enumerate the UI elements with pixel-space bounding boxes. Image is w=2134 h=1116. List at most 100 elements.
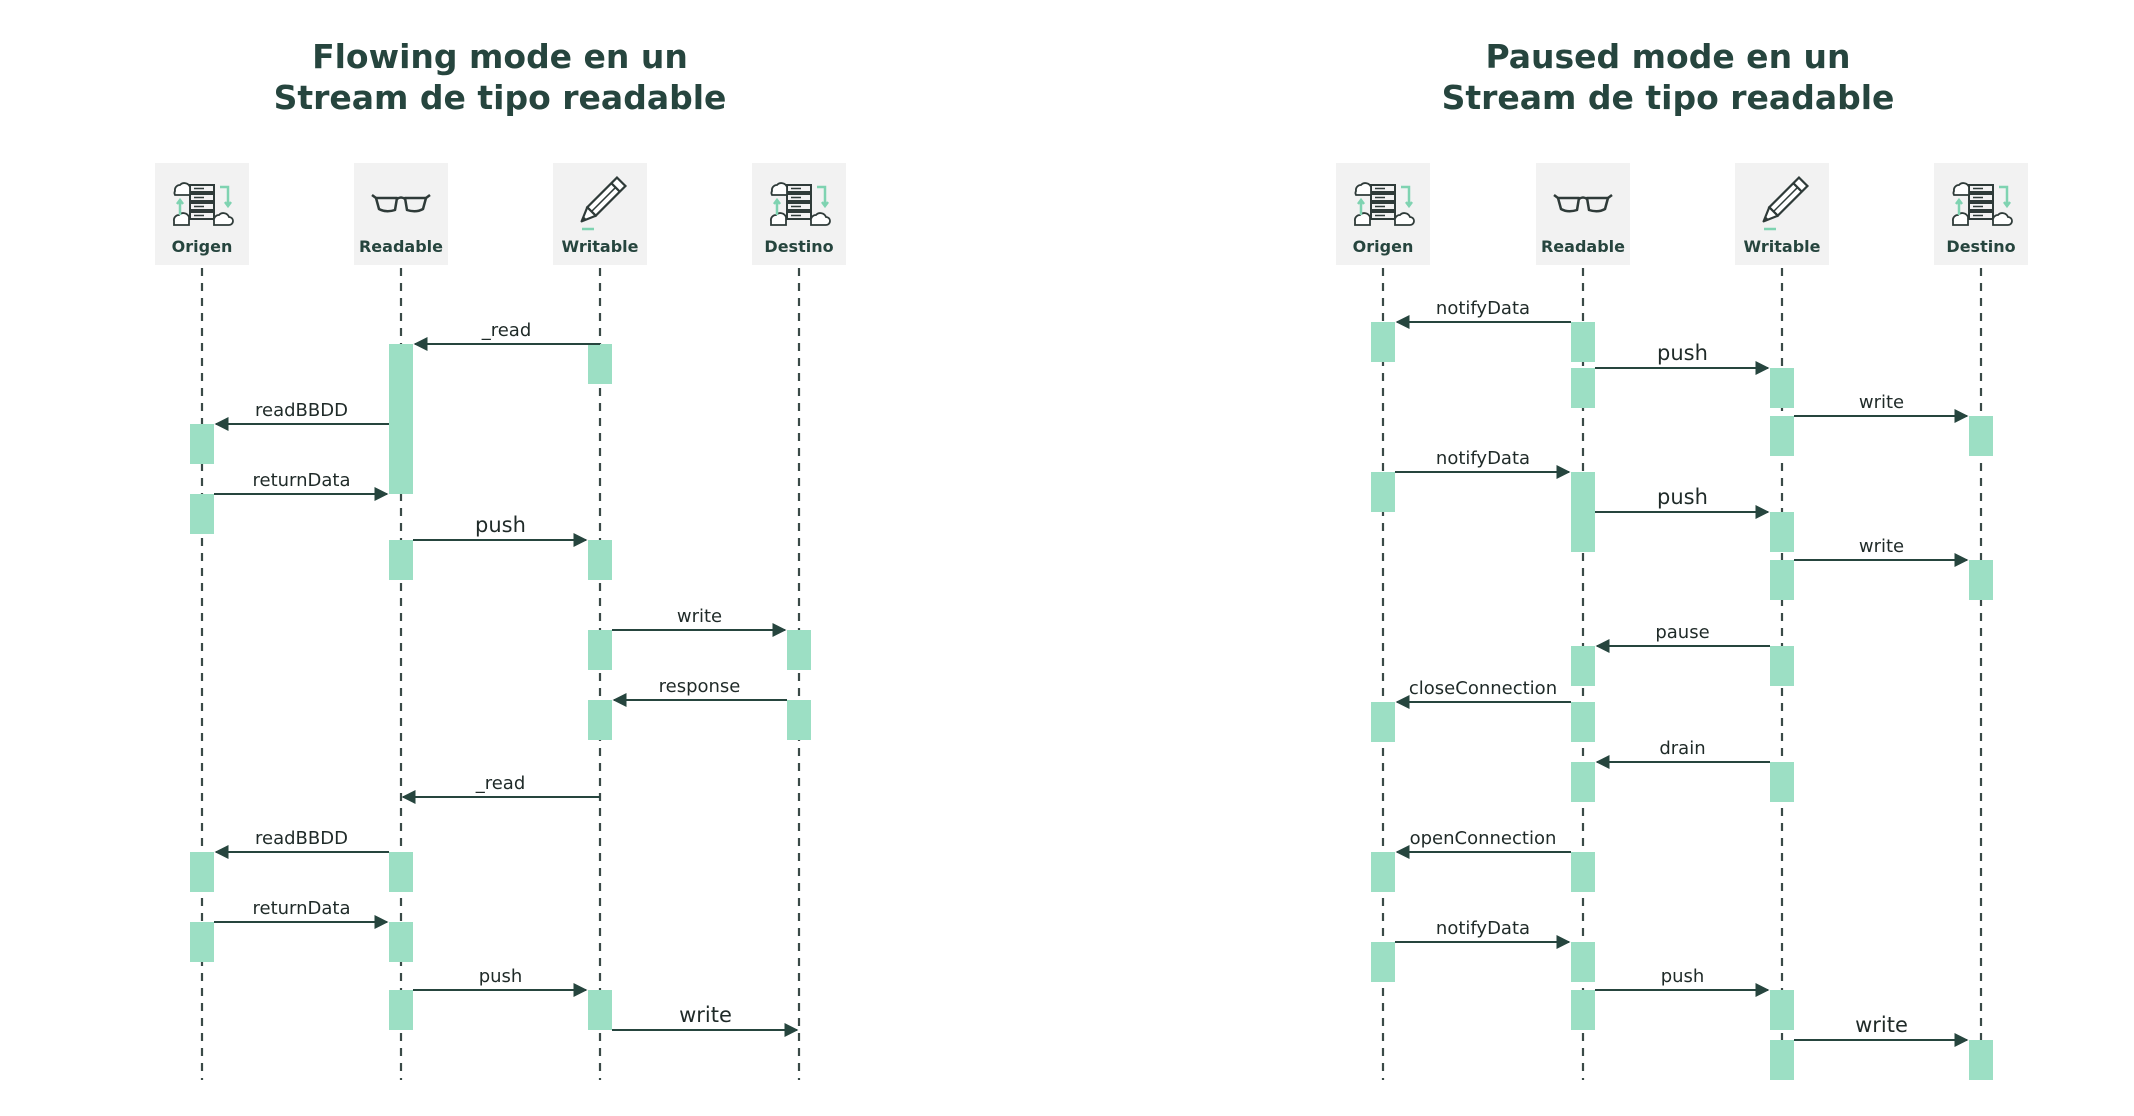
activation-bar bbox=[1770, 416, 1794, 456]
message-arrow: returnData bbox=[214, 470, 389, 501]
participant-label: Destino bbox=[764, 237, 833, 256]
paused-title: Paused mode en un Stream de tipo readabl… bbox=[1308, 36, 2028, 118]
activation-bar bbox=[1770, 762, 1794, 802]
flowing-title: Flowing mode en un Stream de tipo readab… bbox=[140, 36, 860, 118]
activation-bar bbox=[389, 344, 413, 494]
participant-readable: Readable bbox=[1536, 163, 1630, 265]
activation-bar bbox=[190, 922, 214, 962]
message-arrow: returnData bbox=[214, 898, 389, 929]
activation-bar bbox=[190, 852, 214, 892]
participant-label: Writable bbox=[1744, 237, 1821, 256]
activation-bar bbox=[1770, 990, 1794, 1030]
message-arrow: notifyData bbox=[1395, 448, 1571, 479]
message-arrow: write bbox=[612, 1003, 799, 1037]
message-arrow: _read bbox=[413, 320, 600, 351]
activation-bar bbox=[1770, 368, 1794, 408]
activation-bar bbox=[1571, 472, 1595, 512]
activation-bar bbox=[389, 922, 413, 962]
activation-bar bbox=[1371, 942, 1395, 982]
activation-bar bbox=[1571, 852, 1595, 892]
activation-bar bbox=[1571, 322, 1595, 362]
activation-bar bbox=[1571, 646, 1595, 686]
activation-bar bbox=[588, 344, 612, 384]
participant-writable: Writable bbox=[1735, 163, 1829, 265]
activation-bar bbox=[1371, 852, 1395, 892]
message-arrow: pause bbox=[1595, 622, 1770, 653]
participant-destino: Destino bbox=[1934, 163, 2028, 265]
message-arrow: write bbox=[1794, 1013, 1969, 1047]
flowing-title-line2: Stream de tipo readable bbox=[273, 78, 727, 117]
message-label: _read bbox=[481, 320, 532, 341]
activation-bar bbox=[1770, 646, 1794, 686]
message-label: write bbox=[1855, 1013, 1908, 1037]
message-arrow: push bbox=[1595, 341, 1770, 375]
message-label: notifyData bbox=[1436, 448, 1530, 469]
activation-bar bbox=[389, 852, 413, 892]
participant-label: Origen bbox=[172, 237, 233, 256]
message-label: _read bbox=[475, 773, 526, 794]
message-arrow: push bbox=[1595, 485, 1770, 519]
message-label: closeConnection bbox=[1409, 678, 1557, 699]
message-label: write bbox=[1859, 536, 1904, 557]
message-label: push bbox=[1657, 341, 1708, 365]
message-label: write bbox=[679, 1003, 732, 1027]
server-cloud-icon bbox=[770, 182, 831, 226]
message-arrow: notifyData bbox=[1395, 298, 1571, 329]
flowing-title-line1: Flowing mode en un bbox=[312, 37, 688, 76]
message-label: write bbox=[1859, 392, 1904, 413]
message-arrow: push bbox=[413, 966, 588, 997]
participant-label: Readable bbox=[1541, 237, 1625, 256]
activation-bar bbox=[1770, 560, 1794, 600]
message-label: push bbox=[1661, 966, 1705, 987]
activation-bar bbox=[190, 494, 214, 534]
server-cloud-icon bbox=[173, 182, 234, 226]
activation-bar bbox=[1571, 942, 1595, 982]
message-arrow: write bbox=[1794, 392, 1969, 423]
server-cloud-icon bbox=[1952, 182, 2013, 226]
participant-origen: Origen bbox=[1336, 163, 1430, 265]
message-label: notifyData bbox=[1436, 298, 1530, 319]
message-arrow: write bbox=[1794, 536, 1969, 567]
message-label: drain bbox=[1659, 738, 1705, 759]
participant-readable: Readable bbox=[354, 163, 448, 265]
activation-bar bbox=[389, 540, 413, 580]
message-label: returnData bbox=[252, 470, 350, 491]
message-arrow: write bbox=[612, 606, 787, 637]
paused-title-line1: Paused mode en un bbox=[1485, 37, 1851, 76]
activation-bar bbox=[1770, 512, 1794, 552]
participant-label: Destino bbox=[1946, 237, 2015, 256]
activation-bar bbox=[588, 700, 612, 740]
message-arrow: notifyData bbox=[1395, 918, 1571, 949]
paused-title-line2: Stream de tipo readable bbox=[1441, 78, 1895, 117]
message-label: response bbox=[659, 676, 741, 697]
pencil-icon bbox=[1762, 175, 1810, 231]
message-label: returnData bbox=[252, 898, 350, 919]
activation-bar bbox=[1571, 762, 1595, 802]
activation-bar bbox=[1969, 416, 1993, 456]
activation-bar bbox=[389, 990, 413, 1030]
message-arrow: readBBDD bbox=[214, 828, 389, 859]
activation-bar bbox=[1969, 560, 1993, 600]
glasses-icon bbox=[371, 194, 431, 213]
activation-bar bbox=[1969, 1040, 1993, 1080]
activation-bar bbox=[588, 630, 612, 670]
glasses-icon bbox=[1553, 194, 1613, 213]
participant-label: Writable bbox=[562, 237, 639, 256]
activation-bar bbox=[1571, 702, 1595, 742]
message-label: readBBDD bbox=[255, 828, 348, 849]
message-arrow: response bbox=[612, 676, 787, 707]
flowing-diagram: Origen Readable Writable Destino _read readBB… bbox=[155, 163, 846, 1080]
message-arrow: readBBDD bbox=[214, 400, 389, 431]
message-label: openConnection bbox=[1410, 828, 1557, 849]
participant-label: Origen bbox=[1353, 237, 1414, 256]
participant-writable: Writable bbox=[553, 163, 647, 265]
message-label: readBBDD bbox=[255, 400, 348, 421]
activation-bar bbox=[1571, 990, 1595, 1030]
message-arrow: drain bbox=[1595, 738, 1770, 769]
activation-bar bbox=[1770, 1040, 1794, 1080]
activation-bar bbox=[1371, 472, 1395, 512]
participant-destino: Destino bbox=[752, 163, 846, 265]
participant-label: Readable bbox=[359, 237, 443, 256]
server-cloud-icon bbox=[1354, 182, 1415, 226]
